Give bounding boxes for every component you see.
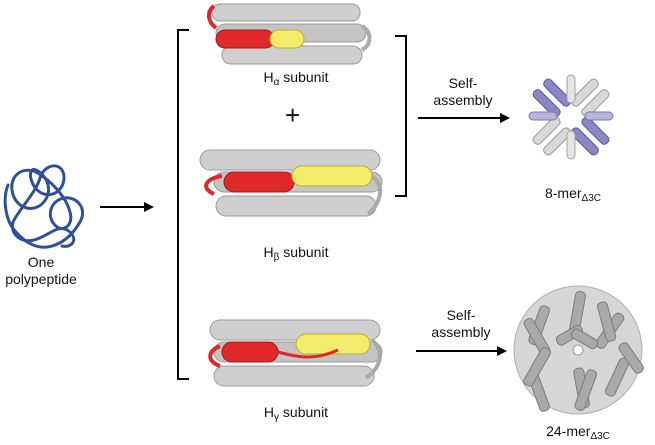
h-gamma-rest: subunit — [279, 404, 329, 420]
big-bracket — [177, 29, 189, 380]
plus-sign: + — [285, 100, 301, 130]
self-assembly-bottom-label: Self- assembly — [418, 307, 504, 341]
tetracosamer-label: 24-merΔ3C — [528, 423, 628, 445]
self-assembly-top-line1: Self- — [448, 75, 478, 91]
h-gamma-base: H — [263, 404, 275, 420]
h-alpha-structure — [207, 3, 372, 65]
h-gamma-label: Hγ subunit — [246, 404, 346, 426]
h-beta-structure — [199, 149, 383, 217]
octamer-label: 8-merΔ3C — [528, 185, 618, 207]
h-gamma-sub: γ — [274, 412, 280, 423]
octamer-sub: Δ3C — [581, 193, 602, 204]
polypeptide-scribble — [3, 164, 85, 249]
h-alpha-label: Hα subunit — [246, 69, 346, 91]
octamer-structure — [528, 74, 614, 160]
h-alpha-sub: α — [273, 77, 280, 88]
h-alpha-base: H — [263, 69, 274, 85]
h-beta-base: H — [263, 244, 274, 260]
self-assembly-top-label: Self- assembly — [420, 75, 506, 109]
tetracosamer-base: 24-mer — [546, 423, 591, 439]
polypeptide-label-line2: polypeptide — [5, 271, 77, 287]
polypeptide-label: One polypeptide — [2, 254, 80, 288]
h-beta-sub: β — [273, 252, 280, 263]
self-assembly-top-line2: assembly — [433, 92, 493, 108]
self-assembly-bottom-line1: Self- — [446, 307, 476, 323]
h-alpha-rest: subunit — [279, 69, 329, 85]
h-gamma-structure — [208, 319, 383, 387]
h-beta-label: Hβ subunit — [246, 244, 346, 266]
self-assembly-bottom-line2: assembly — [431, 324, 491, 340]
tetracosamer-structure — [513, 285, 644, 415]
octamer-base: 8-mer — [544, 185, 582, 201]
polypeptide-label-line1: One — [27, 254, 55, 270]
tetracosamer-sub: Δ3C — [590, 431, 610, 442]
h-beta-rest: subunit — [279, 244, 329, 260]
small-bracket — [395, 35, 407, 197]
